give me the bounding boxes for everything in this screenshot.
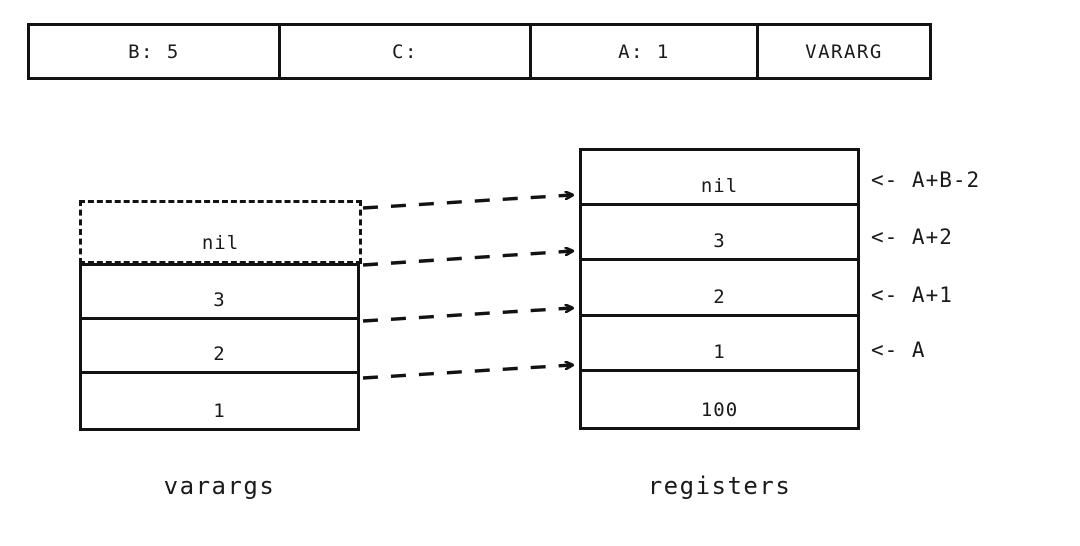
varargs-cell-label: 2: [213, 343, 226, 366]
register-cell: nil: [582, 151, 857, 207]
varargs-pending-slot: nil: [79, 200, 362, 264]
mapping-arrow: [362, 195, 572, 210]
register-cell: 2: [582, 261, 857, 317]
register-annotation-a-plus-1: <- A+1: [871, 283, 953, 307]
mapping-arrow: [362, 308, 572, 323]
register-cell: 1: [582, 316, 857, 372]
mapping-arrow: [362, 365, 572, 380]
varargs-pending-slot-label: nil: [201, 232, 240, 254]
register-cell-label: 100: [700, 398, 739, 421]
instruction-bar: B: 5 C: A: 1 VARARG: [27, 23, 932, 80]
register-cell-label: 3: [713, 230, 726, 253]
varargs-cell: 2: [82, 320, 357, 375]
instruction-opcode-vararg: VARARG: [805, 40, 883, 63]
varargs-cell: 3: [82, 266, 357, 321]
varargs-stack: 3 2 1: [79, 263, 360, 431]
register-cell-label: 2: [713, 285, 726, 308]
registers-stack: nil 3 2 1 100: [579, 148, 860, 430]
varargs-caption: varargs: [163, 472, 276, 500]
register-annotation-a-plus-2: <- A+2: [871, 225, 953, 249]
register-cell-label: nil: [700, 175, 739, 198]
register-cell: 100: [582, 371, 857, 427]
register-cell: 3: [582, 206, 857, 262]
varargs-cell-label: 3: [213, 289, 226, 312]
instruction-field-a: A: 1: [532, 26, 759, 77]
register-annotation-a: <- A: [871, 338, 926, 362]
instruction-field-c: C:: [281, 26, 532, 77]
register-cell-label: 1: [713, 340, 726, 363]
mapping-arrow: [362, 251, 572, 267]
registers-caption: registers: [647, 472, 792, 500]
instruction-field-b: B: 5: [30, 26, 281, 77]
register-annotation-a-plus-b-minus-2: <- A+B-2: [871, 168, 981, 192]
varargs-cell: 1: [82, 374, 357, 428]
varargs-cell-label: 1: [213, 399, 226, 422]
